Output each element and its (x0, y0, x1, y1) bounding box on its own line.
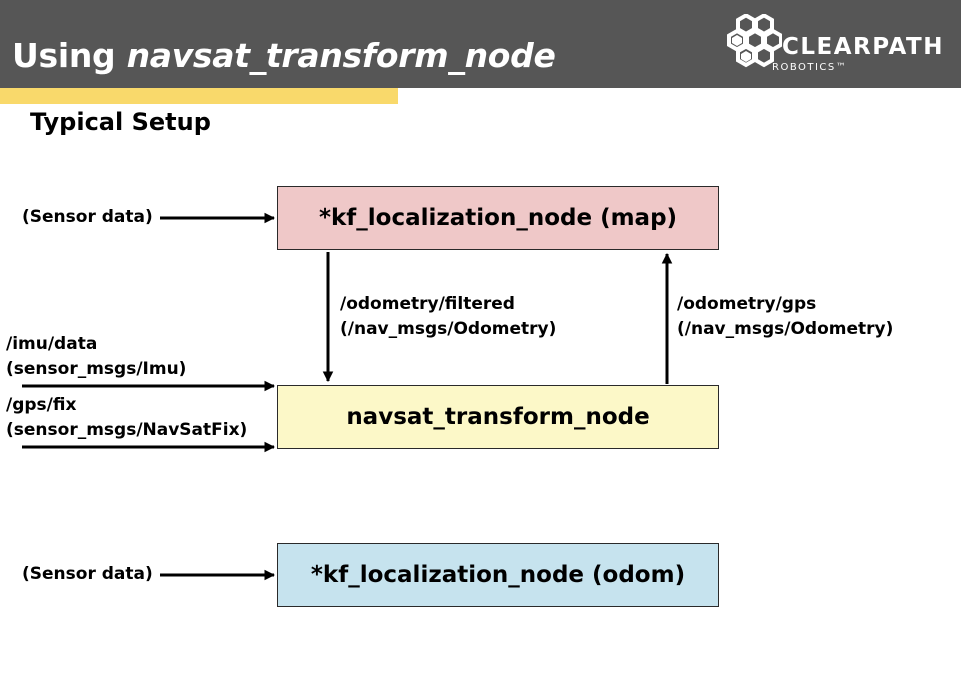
hexagon-cluster-logo-icon (727, 14, 782, 68)
title-accent-bar (0, 88, 398, 104)
topic-name: /odometry/filtered (340, 294, 515, 314)
sensor-data-label-odom: (Sensor data) (22, 564, 153, 584)
topic-name: /odometry/gps (677, 294, 817, 314)
topic-name: /gps/fix (6, 395, 77, 415)
gps-odometry-label: /odometry/gps (/nav_msgs/Odometry) (677, 292, 893, 342)
imu-data-label: /imu/data (sensor_msgs/Imu) (6, 332, 186, 382)
header-bar (0, 0, 961, 88)
logo-wordmark: CLEARPATH (782, 34, 944, 60)
kf-localization-map-node: *kf_localization_node (map) (277, 186, 719, 250)
logo-subtext: ROBOTICS™ (772, 62, 848, 73)
section-subtitle: Typical Setup (30, 108, 211, 136)
node-label: *kf_localization_node (odom) (310, 562, 686, 588)
title-prefix: Using (12, 36, 127, 75)
node-label: *kf_localization_node (map) (318, 205, 678, 231)
sensor-data-label-map: (Sensor data) (22, 207, 153, 227)
node-label: navsat_transform_node (346, 404, 650, 430)
message-type: (/nav_msgs/Odometry) (340, 319, 557, 339)
navsat-transform-node: navsat_transform_node (277, 385, 719, 449)
message-type: (/nav_msgs/Odometry) (677, 319, 894, 339)
kf-localization-odom-node: *kf_localization_node (odom) (277, 543, 719, 607)
title-emphasis: navsat_transform_node (126, 36, 556, 75)
gps-fix-label: /gps/fix (sensor_msgs/NavSatFix) (6, 393, 247, 443)
page-title: Using navsat_transform_node (12, 36, 556, 75)
message-type: (sensor_msgs/Imu) (6, 359, 187, 379)
clearpath-logo: CLEARPATH ROBOTICS™ (722, 14, 954, 78)
topic-name: /imu/data (6, 334, 98, 354)
filtered-odometry-label: /odometry/filtered (/nav_msgs/Odometry) (340, 292, 556, 342)
message-type: (sensor_msgs/NavSatFix) (6, 420, 248, 440)
